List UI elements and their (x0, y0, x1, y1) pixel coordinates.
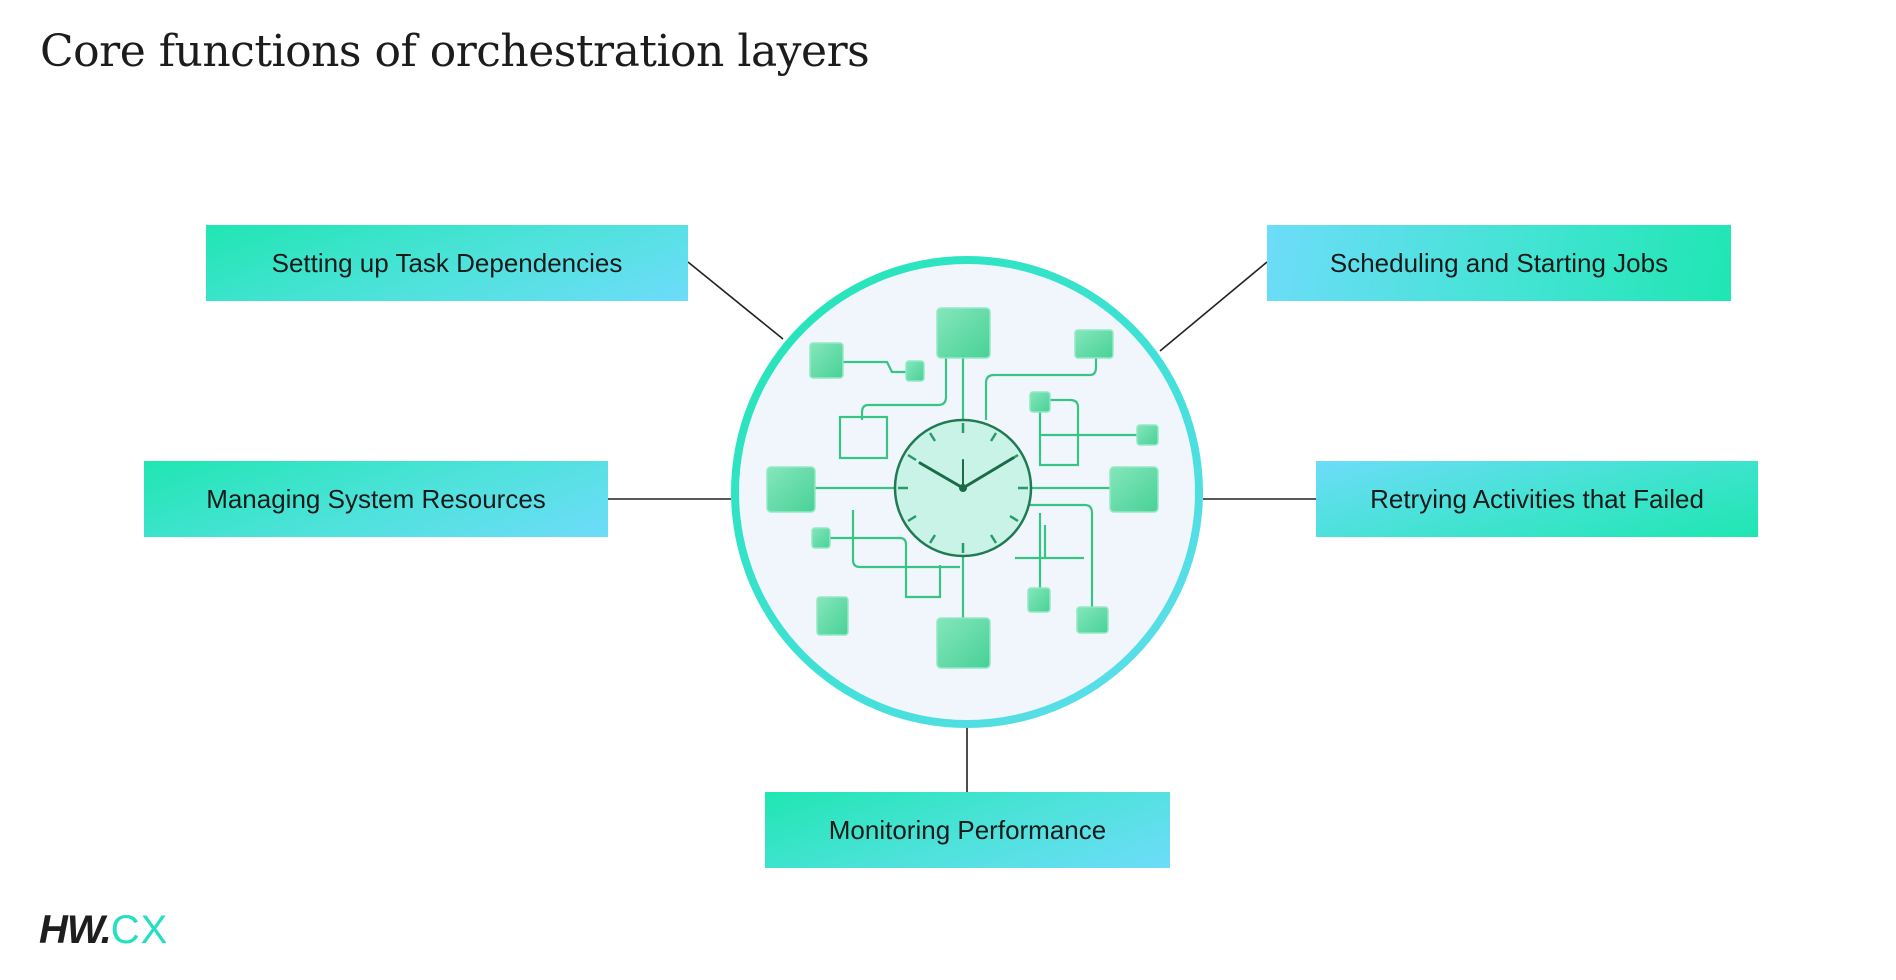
function-label: Monitoring Performance (828, 814, 1107, 845)
page-title: Core functions of orchestration layers (40, 26, 870, 77)
function-label: Retrying Activities that Failed (1370, 483, 1704, 514)
function-scheduling: Scheduling and Starting Jobs (1267, 225, 1731, 301)
clock-illustration-circle (731, 256, 1203, 728)
function-monitoring: Monitoring Performance (765, 792, 1170, 868)
function-label: Managing System Resources (206, 483, 546, 514)
function-retrying: Retrying Activities that Failed (1316, 461, 1758, 537)
hwcx-logo: HW.CX (39, 908, 169, 952)
connector-task-dependencies (687, 261, 784, 340)
connector-scheduling (1159, 261, 1268, 352)
function-resources: Managing System Resources (144, 461, 608, 537)
function-label: Setting up Task Dependencies (271, 247, 623, 278)
clock-icon (893, 418, 1033, 558)
function-task-dependencies: Setting up Task Dependencies (206, 225, 688, 301)
clock-circuit-illustration (766, 307, 1159, 669)
function-label: Scheduling and Starting Jobs (1329, 247, 1669, 278)
